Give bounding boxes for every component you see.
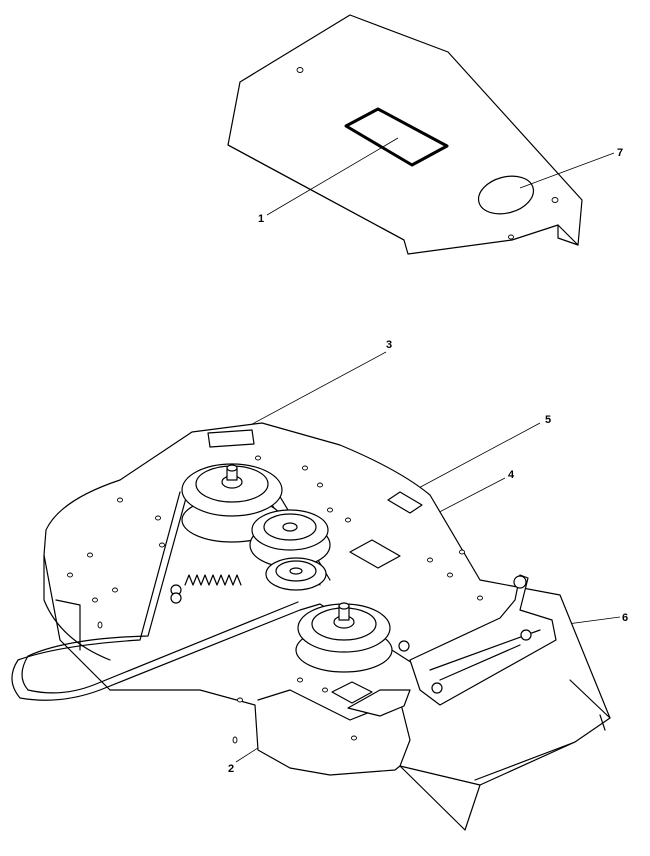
tension-spring	[170, 574, 242, 604]
decal-1	[344, 107, 449, 167]
callout-3: 3	[386, 339, 392, 351]
callout-4: 4	[508, 469, 515, 481]
callout-1: 1	[258, 213, 264, 225]
deck-holes	[67, 455, 493, 744]
pulley-right	[295, 602, 393, 673]
idler-pulley	[249, 509, 331, 568]
deck-cover-plate	[227, 14, 583, 255]
decal-5	[387, 491, 423, 514]
decal-4	[349, 539, 401, 569]
decal-2	[331, 681, 373, 704]
decal-7	[477, 175, 535, 215]
callout-2: 2	[228, 763, 234, 775]
drive-belt	[11, 491, 421, 701]
callout-6: 6	[622, 612, 628, 624]
callout-5: 5	[545, 414, 551, 426]
callout-7: 7	[617, 147, 623, 159]
decal-3	[207, 429, 255, 448]
lever-arm	[347, 689, 411, 717]
pulley-left	[181, 463, 283, 543]
mounting-bracket	[398, 574, 557, 706]
mower-deck	[11, 422, 611, 831]
small-idler	[265, 557, 327, 591]
